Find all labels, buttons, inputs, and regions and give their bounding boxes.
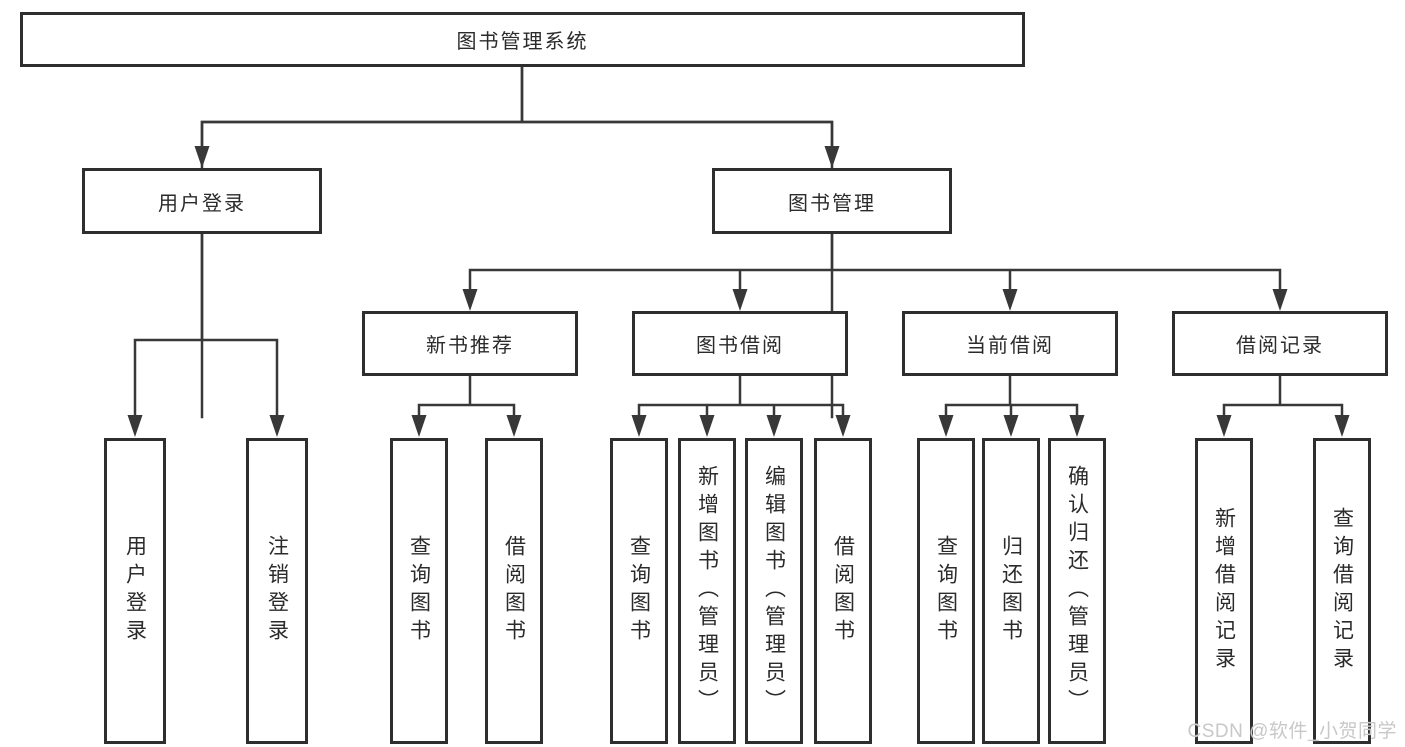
node-label: 查询图书	[934, 535, 958, 647]
node-label: 查询图书	[407, 535, 431, 647]
node-leaf-borrow-books: 借阅图书	[814, 438, 872, 744]
node-label: 注销登录	[265, 535, 289, 647]
node-borrowing-records: 借阅记录	[1172, 311, 1388, 376]
node-library-management-system: 图书管理系统	[20, 12, 1025, 67]
node-label: 新增借阅记录	[1212, 507, 1236, 675]
arrowheads	[127, 146, 1350, 437]
node-label: 用户登录	[123, 535, 147, 647]
node-leaf-query-books-borrowing: 查询图书	[610, 438, 668, 744]
node-label: 图书借阅	[696, 335, 784, 357]
node-leaf-borrow-books-recommend: 借阅图书	[485, 438, 543, 744]
node-label: 借阅图书	[831, 535, 855, 647]
node-book-borrowing: 图书借阅	[632, 311, 848, 376]
node-label: 查询图书	[627, 535, 651, 647]
node-leaf-confirm-return-admin: 确认归还（管理员）	[1048, 438, 1106, 744]
node-label: 编辑图书（管理员）	[762, 465, 786, 717]
node-leaf-query-books-current: 查询图书	[917, 438, 975, 744]
node-label: 确认归还（管理员）	[1065, 465, 1089, 717]
node-label: 图书管理	[788, 192, 876, 215]
node-current-borrowing: 当前借阅	[902, 311, 1118, 376]
node-label: 用户登录	[158, 192, 246, 215]
node-leaf-user-login: 用户登录	[104, 438, 166, 744]
node-leaf-add-books-admin: 新增图书（管理员）	[678, 438, 736, 744]
node-leaf-query-books-recommend: 查询图书	[390, 438, 448, 744]
node-book-management: 图书管理	[712, 168, 952, 234]
node-label: 新书推荐	[426, 335, 514, 357]
node-leaf-add-borrow-record: 新增借阅记录	[1195, 438, 1253, 744]
node-leaf-edit-books-admin: 编辑图书（管理员）	[745, 438, 803, 744]
node-label: 查询借阅记录	[1330, 507, 1354, 675]
node-new-book-recommendation: 新书推荐	[362, 311, 578, 376]
node-label: 借阅记录	[1236, 335, 1324, 357]
node-label: 归还图书	[999, 535, 1023, 647]
node-label: 新增图书（管理员）	[695, 465, 719, 717]
watermark: CSDN @软件_小贺同学	[1187, 721, 1397, 742]
node-label: 借阅图书	[502, 535, 526, 647]
node-label: 当前借阅	[966, 335, 1054, 357]
node-leaf-query-borrow-record: 查询借阅记录	[1313, 438, 1371, 744]
node-leaf-return-books: 归还图书	[982, 438, 1040, 744]
node-label: 图书管理系统	[456, 31, 589, 53]
node-user-login: 用户登录	[82, 168, 322, 234]
node-leaf-logout: 注销登录	[246, 438, 308, 744]
